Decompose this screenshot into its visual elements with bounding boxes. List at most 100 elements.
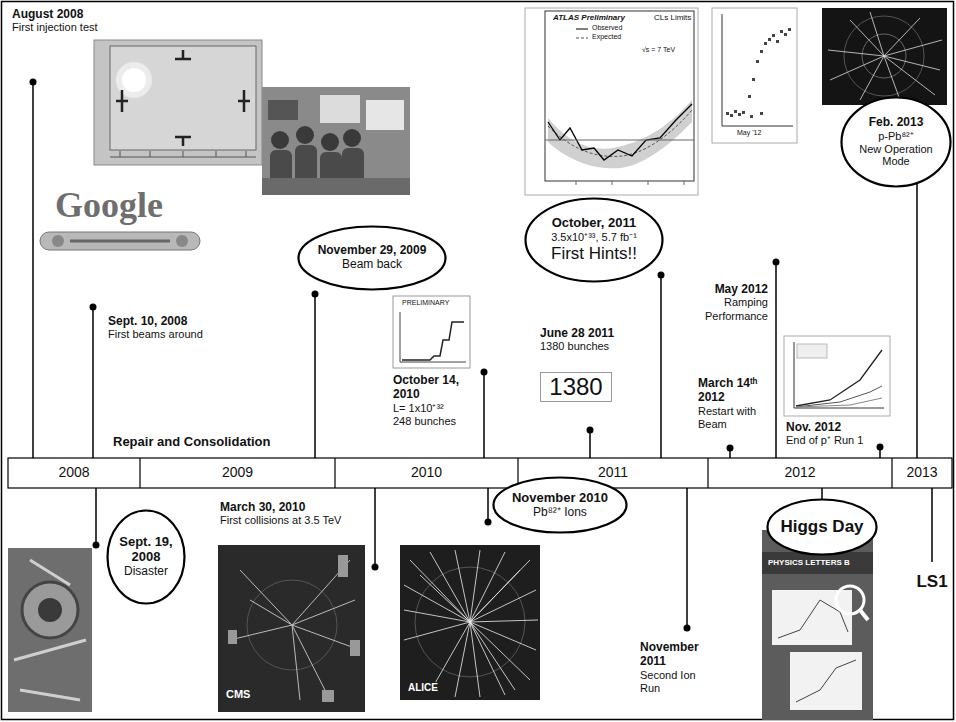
text-group: November 2011Second Ion Run [640,640,712,695]
event-label: March 30, 2010 [220,500,305,514]
integrated-luminosity-plot [796,398,882,407]
plot-text: √s = 7 TeV [640,46,677,54]
text-group: August 2008First injection test [12,7,142,35]
event-dot [90,304,97,311]
event-ellipse: October, 20113.5x10⁺³³, 5.7 fb⁻¹First Hi… [524,197,664,283]
alice-ion-event [404,550,538,697]
event-display [828,12,942,100]
event-label: Second Ion Run [640,669,712,695]
cms-event-display [322,690,334,702]
event-heading: Higgs Day [780,517,863,537]
disaster-photo [22,582,78,638]
control-room-photo [268,100,298,120]
event-label: August 2008 [12,7,83,21]
plot-text: ATLAS Preliminary [551,13,627,23]
text-group: Expected [590,33,640,41]
event-heading: Feb. 2013 [869,116,924,130]
year-label: 2013 [906,464,937,481]
cms-event-display [230,560,360,700]
event-label: 248 bunches [393,415,456,428]
higgs-limit-plot [525,8,698,195]
journal-cover [860,610,868,620]
control-room-photo [296,126,314,144]
control-room-photo [262,87,410,195]
event-dot [93,542,100,549]
logo-text: CMS [224,688,252,701]
event-text: 3.5x10⁺³³, 5.7 fb⁻¹ [551,231,637,244]
integrated-luminosity-plot [784,336,890,416]
cms-event-display [228,630,237,644]
node-text: 1380 [543,373,609,401]
node-outline-shape [526,199,663,282]
plot-text: CLs Limits [652,13,693,23]
event-ellipse: Sept. 19, 2008Disaster [106,509,186,605]
event-display [822,8,947,105]
journal-cover [772,590,852,645]
peak-luminosity-plot [712,8,797,143]
journal-cover [836,586,864,614]
google-doodle [70,240,170,243]
google-doodle [176,235,188,247]
higgs-limit-plot [576,38,588,39]
event-label: March 14ᵗʰ 2012 [698,376,768,405]
journal-cover [796,660,856,702]
alice-ion-event [400,545,540,700]
event-label: Repair and Consolidation [113,434,270,450]
peak-luminosity-plot [768,38,771,41]
event-text: p-Pb⁸²⁺ [878,130,914,143]
event-display [822,8,947,105]
event-dot [773,259,780,266]
text-group: Sept. 10, 2008First beams around [108,314,238,342]
peak-luminosity-plot [760,112,763,115]
year-label: 2009 [222,464,253,481]
peak-luminosity-plot [784,33,787,36]
integrated-luminosity-plot [796,386,882,407]
event-label: Sept. 10, 2008 [108,314,187,328]
text-group: March 30, 2010First collisions at 3.5 Te… [220,500,370,528]
text-group: March 14ᵗʰ 2012Restart with Beam [698,376,768,431]
disaster-photo [38,598,62,622]
year-label: 2008 [58,464,89,481]
event-ellipse: Feb. 2013p-Pb⁸²⁺New Operation Mode [840,96,952,188]
year-label: 2010 [411,464,442,481]
event-dot [877,444,884,451]
logo-text: ALICE [406,682,440,694]
integrated-luminosity-plot [784,336,890,416]
bunches-plot [393,296,470,368]
beam-screen-image [122,68,146,92]
google-doodle [40,232,200,250]
event-label: Ramping Performance [688,296,768,322]
higgs-limit-plot [548,104,692,160]
higgs-limit-plot [525,8,698,195]
timeline-bar [8,458,952,488]
event-dot [30,79,37,86]
higgs-limit-plot [545,140,694,185]
node-outline-shape [768,500,877,555]
control-room-photo [262,178,410,195]
event-ellipse: November 2010Pb⁸²⁺ Ions [492,476,628,534]
year-label: 2011 [598,464,628,481]
event-ellipse: Higgs Day [766,498,878,556]
higgs-limit-plot [548,110,692,156]
event-label: Restart with Beam [698,405,768,431]
peak-luminosity-plot [726,112,729,115]
event-label: End of p⁺ Run 1 [786,434,863,447]
node-text: November 2010Pb⁸²⁺ Ions [506,491,615,520]
integrated-luminosity-plot [794,342,884,408]
text-group: 2008 [8,464,140,481]
peak-luminosity-plot [730,114,733,117]
text-group: LS1 [915,572,949,592]
text-group: ATLAS Preliminary [551,13,641,23]
beam-screen-image [94,40,262,165]
event-stem [33,82,932,628]
logo-text: Google [55,184,163,227]
node-text: Sept. 19, 2008Disaster [117,535,175,579]
journal-title: PHYSICS LETTERS B [766,558,852,568]
text-group: 2013 [892,464,952,481]
text-group: PRELIMINARY [400,299,466,307]
event-heading: November 2010 [512,491,608,506]
event-dot [312,291,319,298]
node-outline [840,96,952,188]
